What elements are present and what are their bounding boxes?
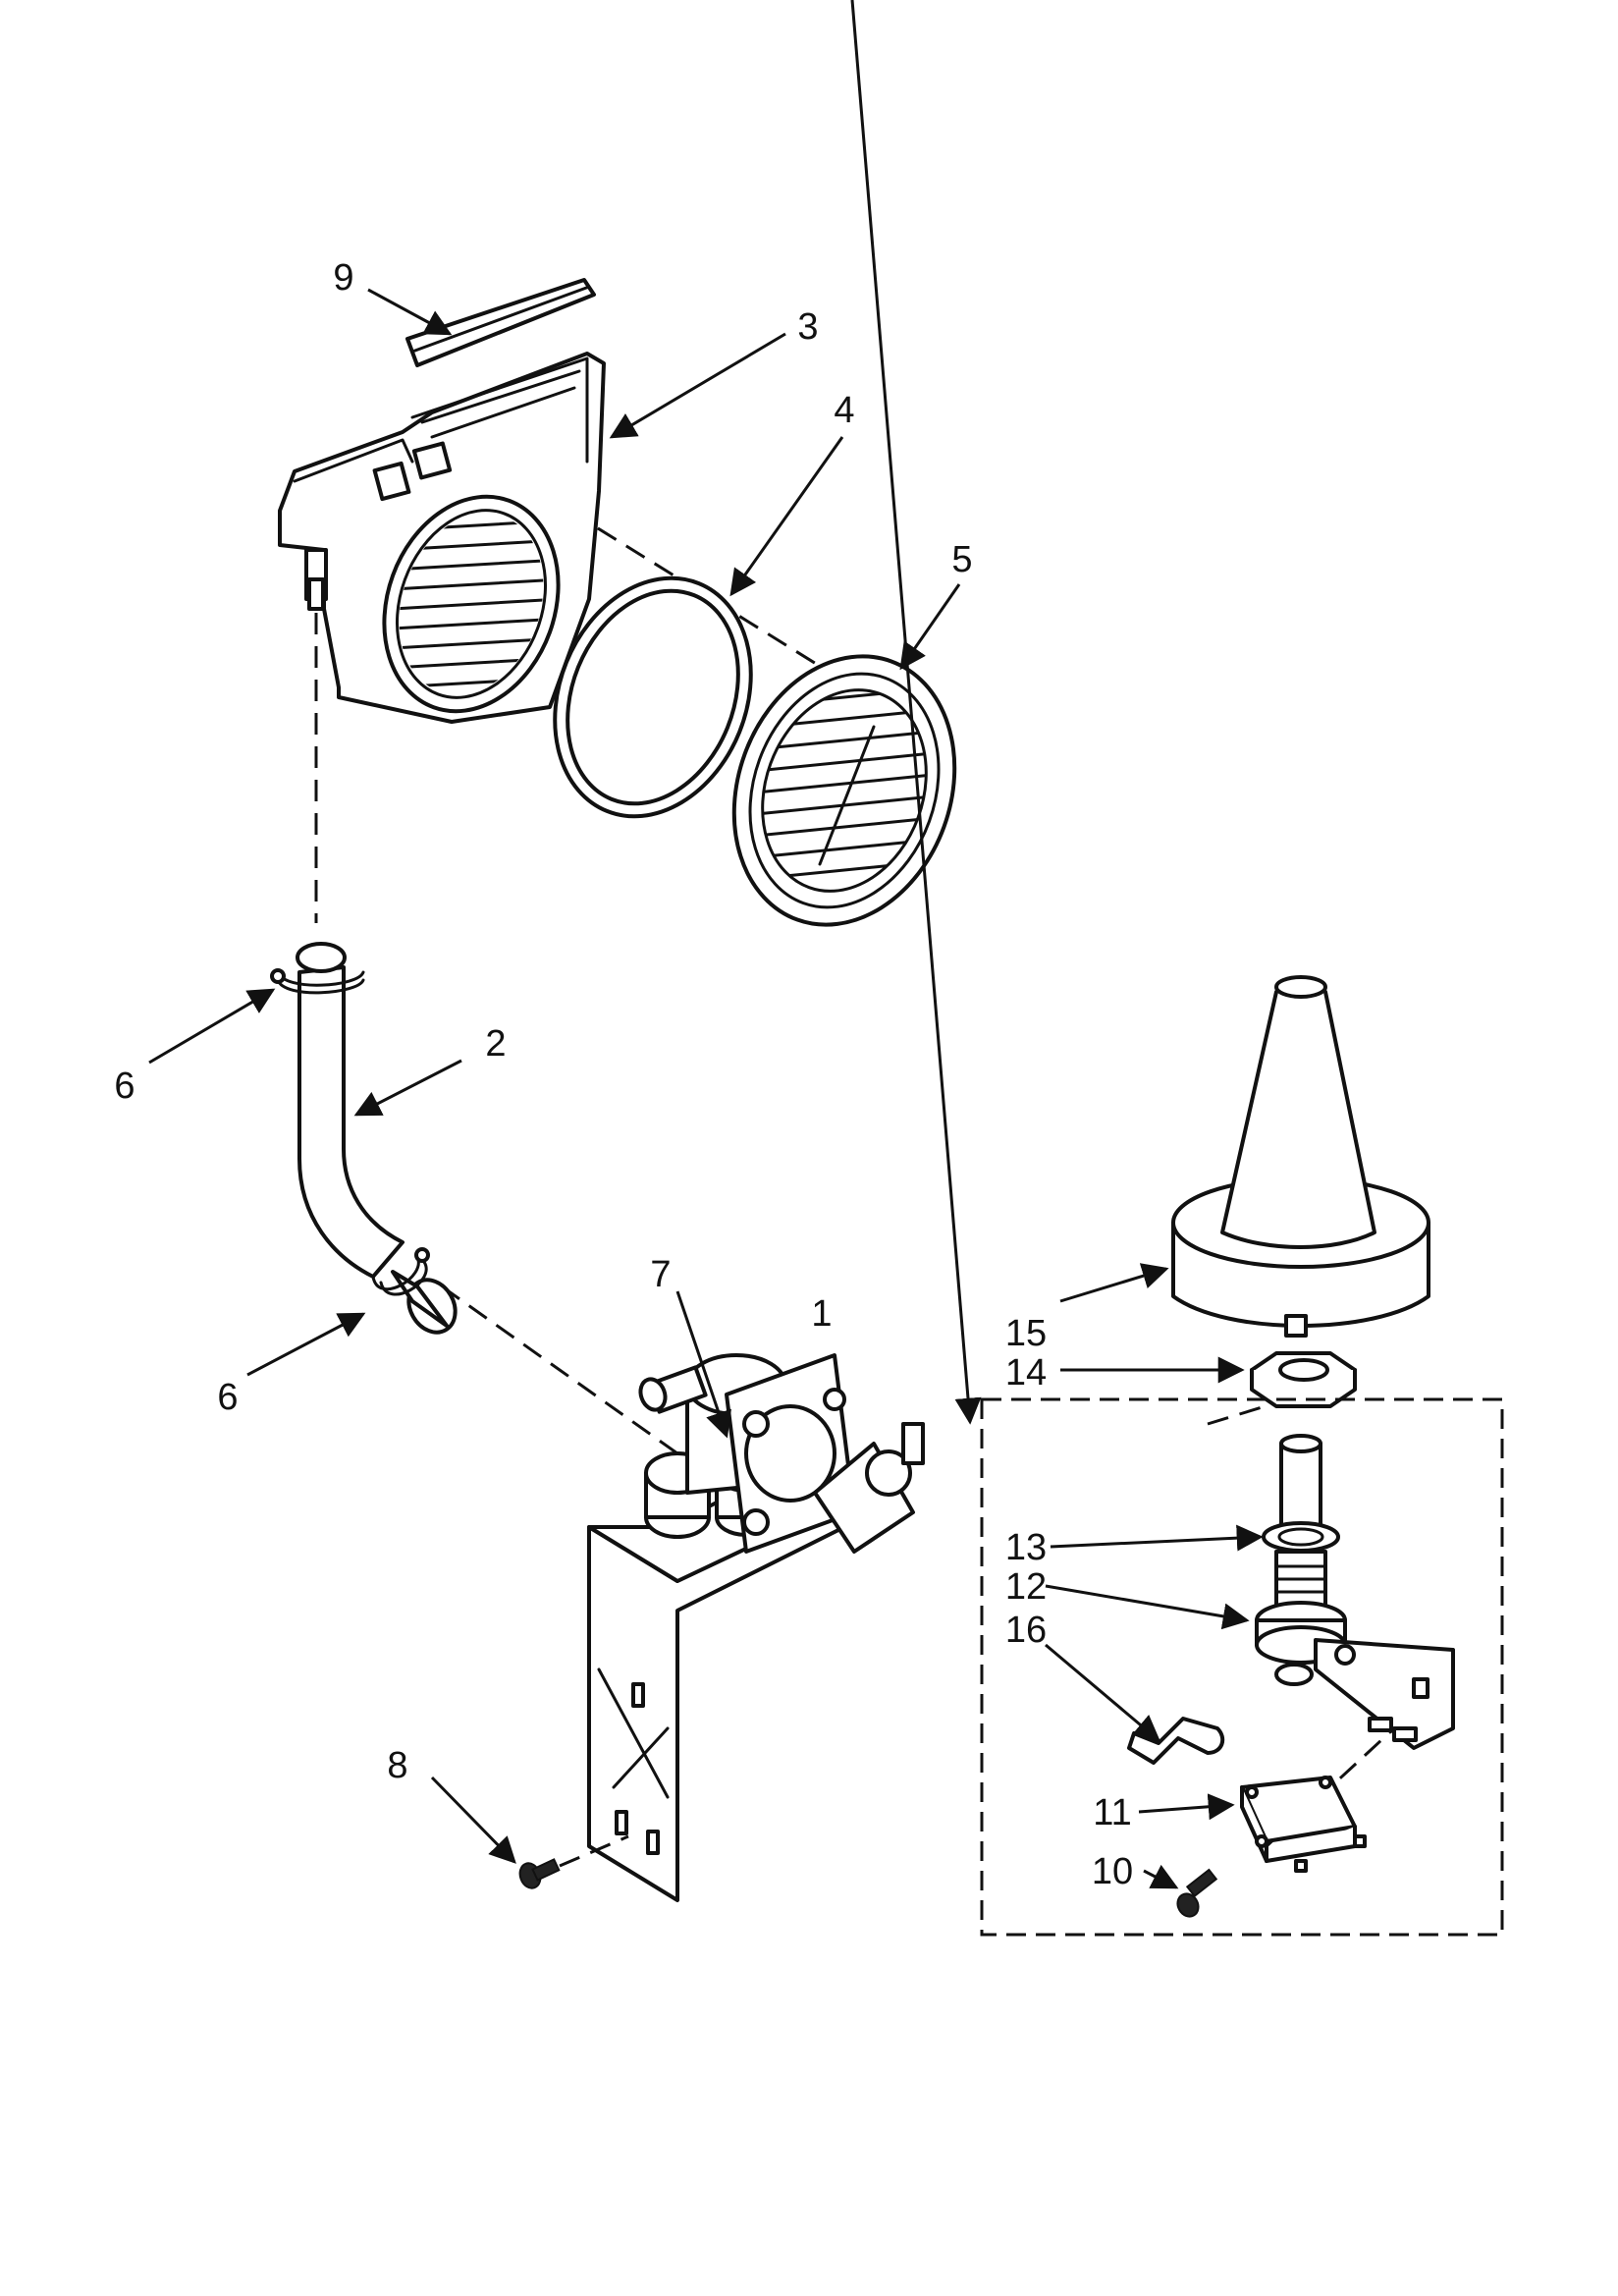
callout-16: 16 [1005,1610,1047,1651]
callout-1: 1 [811,1293,832,1335]
strip-icon [405,278,596,367]
alignment-line-screw [559,1834,629,1868]
callout-7: 7 [650,1254,671,1295]
callout-5: 5 [951,539,972,580]
callout-15: 15 [1005,1313,1047,1354]
callout-10: 10 [1092,1851,1133,1892]
alignment-line-hose-valve [441,1285,678,1455]
float-icon [1171,975,1430,1338]
grille-icon [731,654,957,927]
callout-3: 3 [797,306,818,348]
microswitch-icon [1240,1776,1367,1873]
filter-housing-icon [278,352,606,724]
callout-13: 13 [1005,1527,1047,1568]
callout-12: 12 [1005,1566,1047,1608]
float-switch-icon [1255,1434,1455,1750]
callout-2: 2 [485,1023,506,1065]
callout-6-upper: 6 [114,1066,135,1107]
hose-clamp-icon [270,968,365,995]
float-switch-assembly-box [980,1397,1504,1937]
callout-9: 9 [333,257,353,299]
screw-icon [518,1858,561,1889]
nut-icon [1250,1351,1357,1408]
water-valve-icon [587,1353,925,1902]
seal-ring-icon [553,575,753,819]
callout-8: 8 [387,1745,407,1786]
callout-4: 4 [834,390,854,431]
lever-icon [1127,1717,1225,1765]
hose-clamp-icon [371,1247,430,1296]
callout-11: 11 [1093,1792,1131,1833]
callout-6-lower: 6 [217,1377,238,1418]
hose-icon [296,942,458,1335]
callout-14: 14 [1005,1352,1047,1394]
leader-lines [148,0,1264,1889]
screw-icon [1176,1868,1218,1918]
